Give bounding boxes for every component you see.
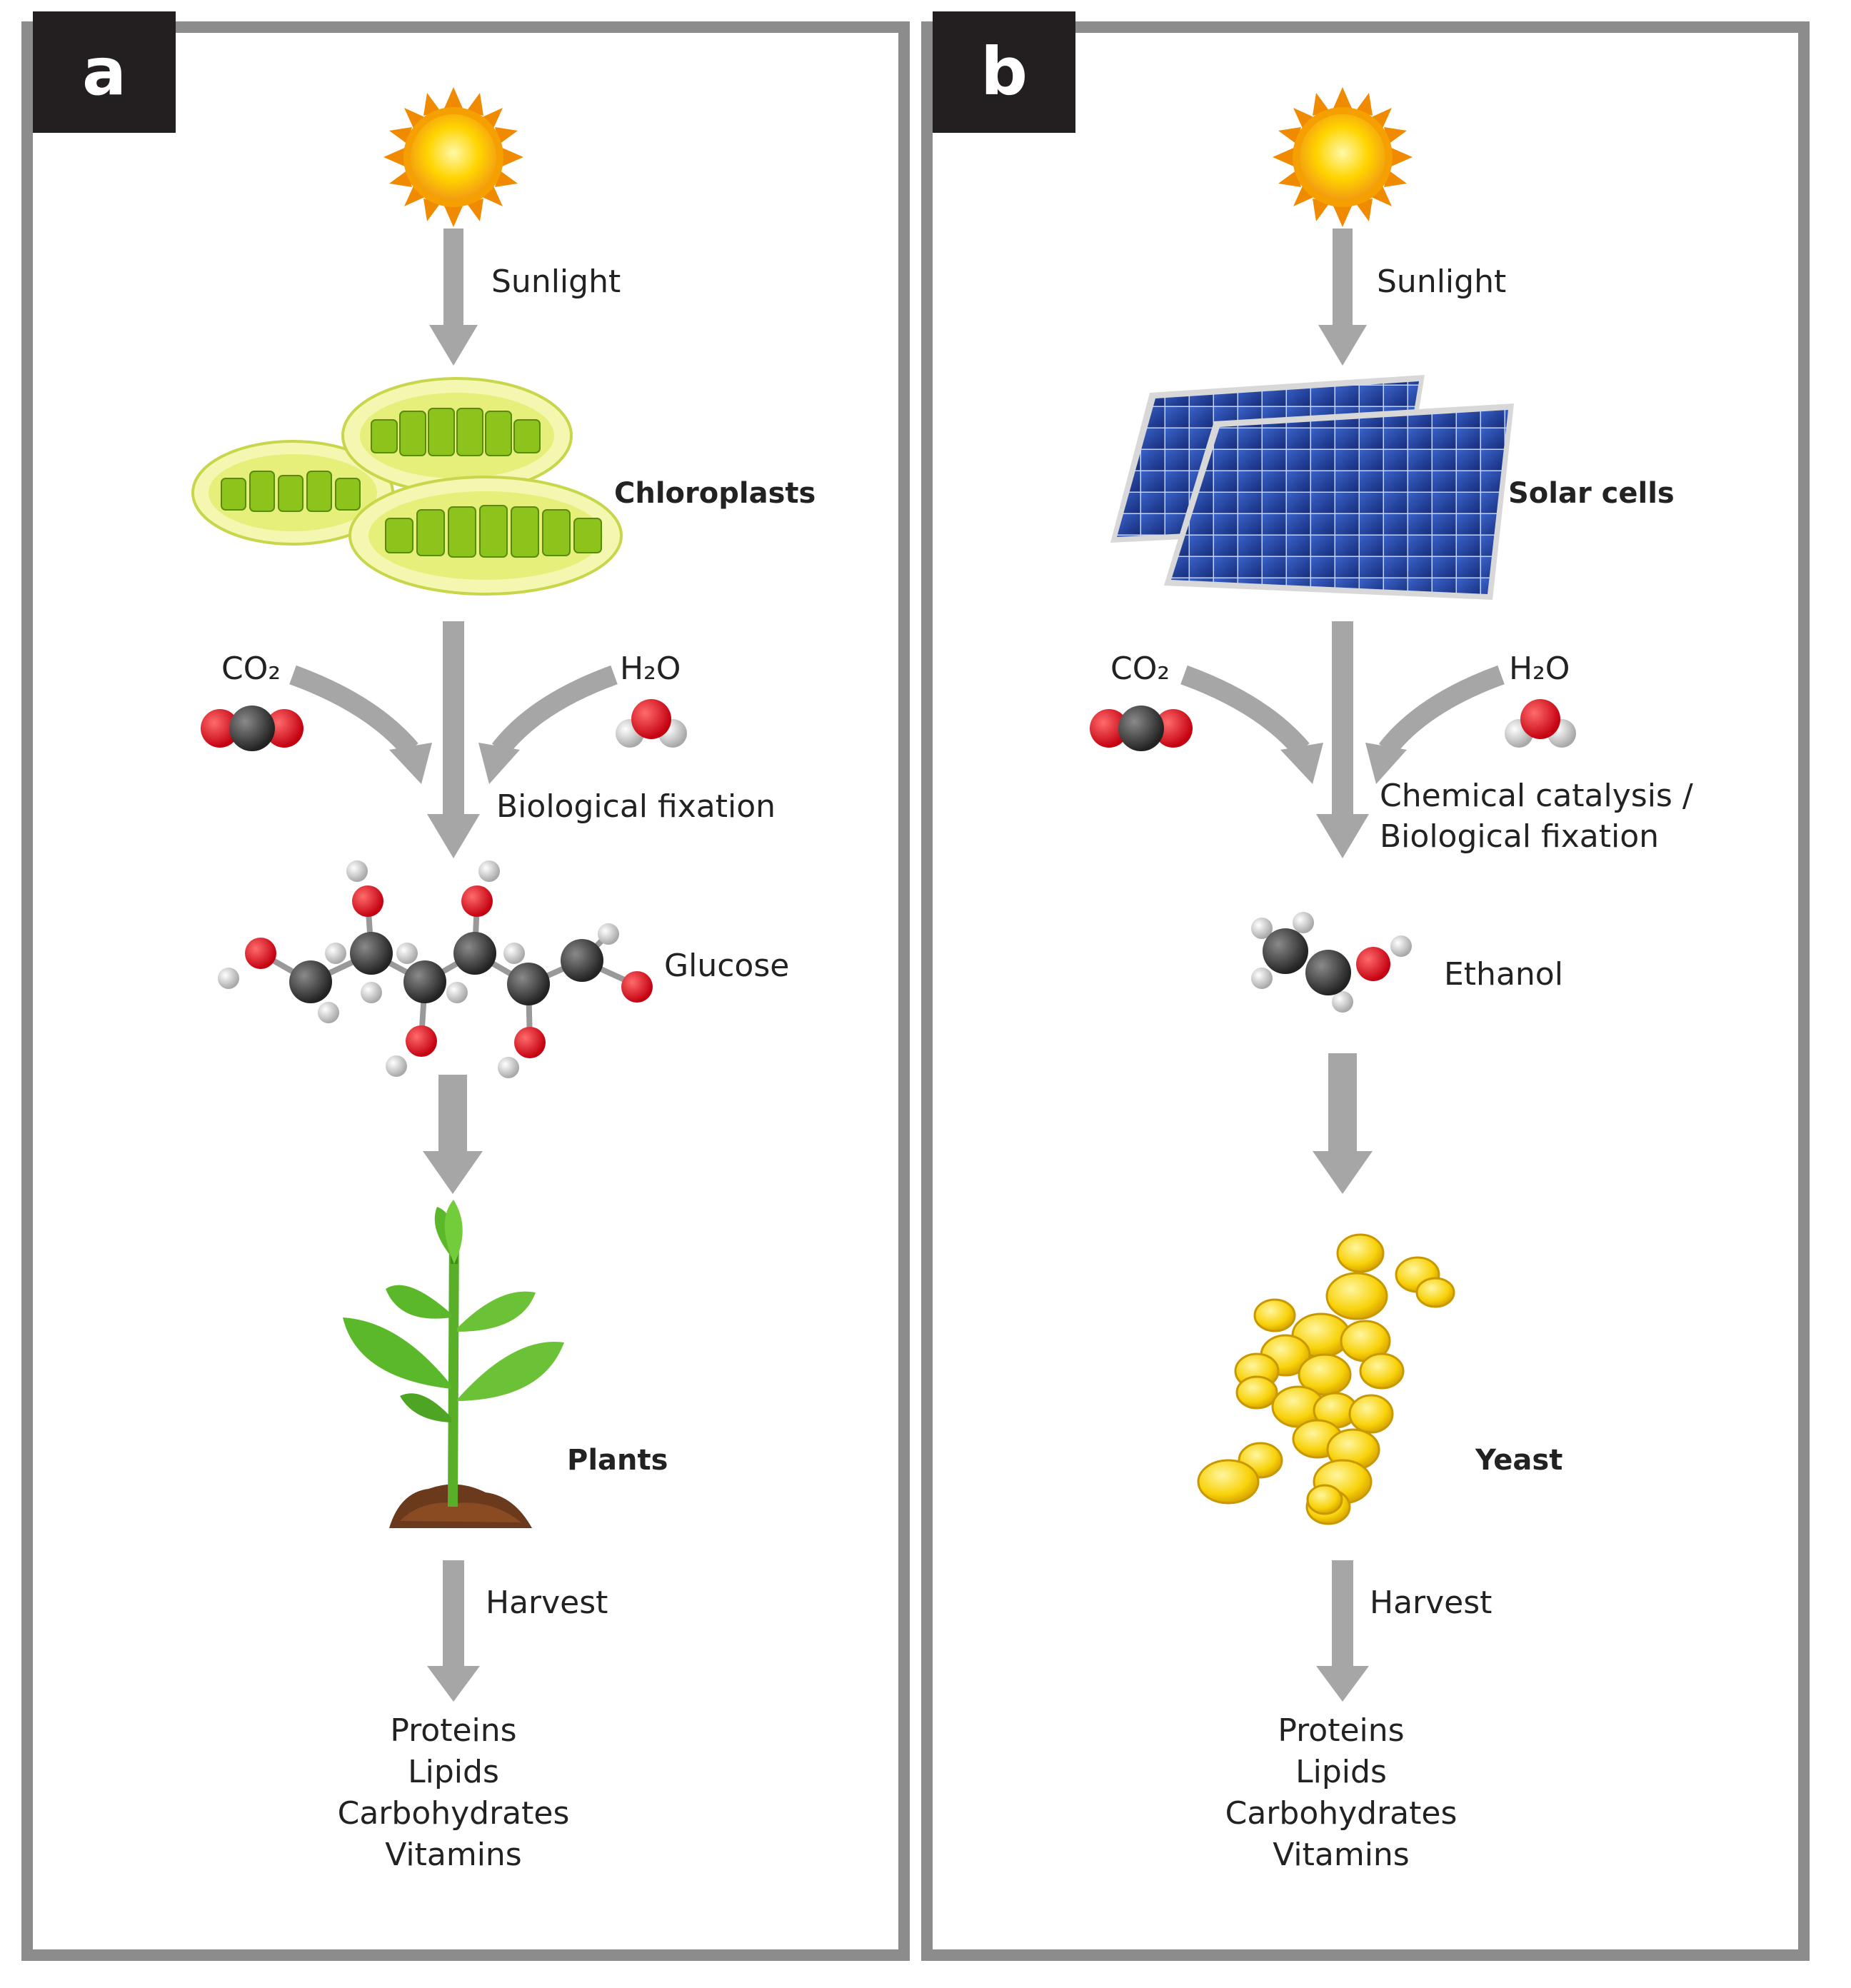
h2o-label-a: H₂O [620, 651, 681, 687]
product-item: Proteins [390, 1712, 517, 1749]
chloroplasts-label: Chloroplasts [614, 477, 816, 510]
solar-panel-icon [1110, 375, 1514, 600]
co2-molecule-icon [201, 706, 304, 751]
product-item: Carbohydrates [1225, 1795, 1458, 1832]
harvest-label-b: Harvest [1370, 1585, 1493, 1621]
products-list-a: Proteins Lipids Carbohydrates Vitamins [338, 1710, 570, 1876]
co2-molecule-icon [1090, 706, 1193, 751]
product-item: Vitamins [1273, 1837, 1410, 1873]
harvest-label-a: Harvest [486, 1585, 608, 1621]
product-item: Carbohydrates [337, 1795, 570, 1832]
product-item: Lipids [408, 1754, 499, 1790]
products-list-b: Proteins Lipids Carbohydrates Vitamins [1225, 1710, 1458, 1876]
sun-icon [1273, 87, 1413, 227]
plant-icon [343, 1200, 564, 1528]
yeast-label: Yeast [1475, 1444, 1563, 1477]
co2-label-b: CO₂ [1110, 651, 1170, 687]
ethanol-label: Ethanol [1444, 956, 1563, 993]
plants-label: Plants [567, 1444, 668, 1477]
panel-b-tag: b [933, 11, 1075, 133]
sunlight-label-a: Sunlight [491, 263, 621, 300]
panel-a-tag: a [33, 11, 176, 133]
yeast-icon [1197, 1233, 1455, 1525]
product-item: Lipids [1295, 1754, 1387, 1790]
h2o-label-b: H₂O [1509, 651, 1570, 687]
glucose-molecule-icon [218, 860, 653, 1078]
product-item: Proteins [1278, 1712, 1405, 1749]
h2o-molecule-icon [616, 699, 687, 748]
ethanol-molecule-icon [1251, 912, 1412, 1013]
solar-cells-label: Solar cells [1508, 477, 1675, 510]
product-item: Vitamins [385, 1837, 522, 1873]
co2-label-a: CO₂ [221, 651, 281, 687]
chloroplast-icon [191, 377, 623, 596]
glucose-label: Glucose [664, 948, 790, 984]
process-label-b-line1: Chemical catalysis / [1380, 778, 1693, 814]
sun-icon [383, 87, 523, 227]
sunlight-label-b: Sunlight [1377, 263, 1507, 300]
process-label-a: Biological fixation [496, 788, 776, 825]
h2o-molecule-icon [1505, 699, 1576, 748]
panel-b [921, 21, 1810, 1961]
process-label-b-line2: Biological fixation [1380, 818, 1659, 855]
